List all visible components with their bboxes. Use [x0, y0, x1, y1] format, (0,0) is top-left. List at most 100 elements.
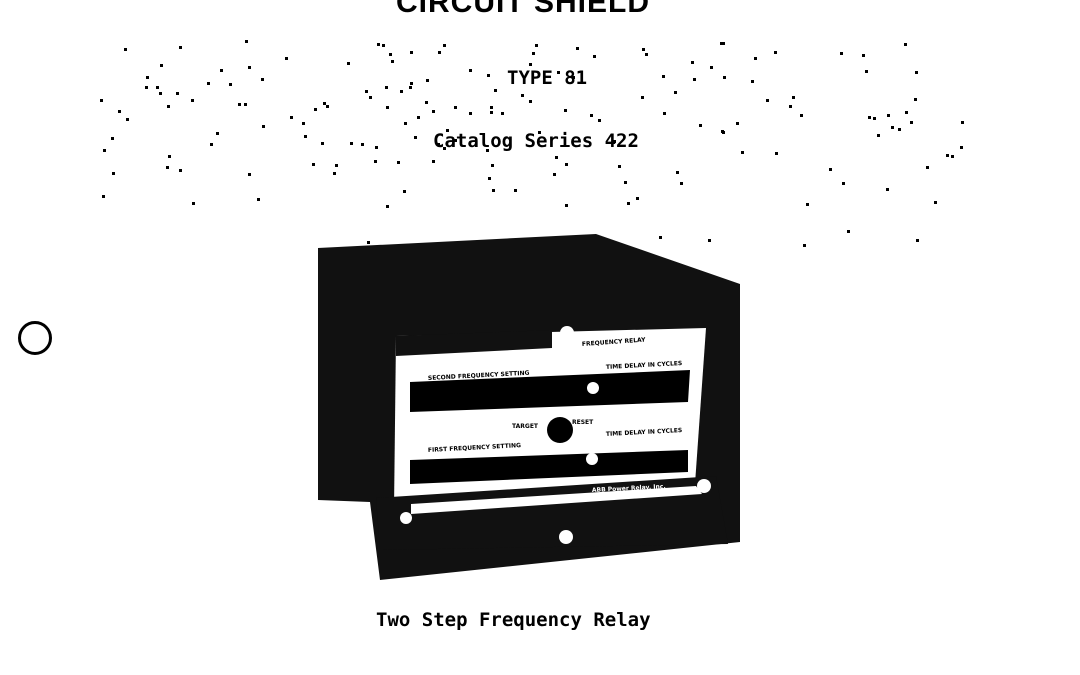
- scan-speck: [144, 85, 148, 89]
- brand-logo-text: CIRCUIT SHIELD: [396, 0, 650, 19]
- scan-speck: [904, 42, 907, 46]
- scan-speck: [432, 159, 436, 163]
- scan-speck: [437, 142, 441, 146]
- first-setting-label: FIRST FREQUENCY SETTING: [428, 442, 521, 454]
- scan-speck: [179, 46, 183, 50]
- scan-speck: [846, 230, 850, 234]
- scan-speck: [788, 105, 792, 109]
- scan-speck: [216, 132, 220, 136]
- scan-speck: [641, 96, 645, 100]
- scan-speck: [674, 90, 678, 94]
- scan-speck: [876, 133, 880, 137]
- scan-speck: [886, 188, 890, 192]
- time-delay-label-2: TIME DELAY IN CYCLES: [606, 427, 683, 438]
- scan-speck: [791, 95, 795, 99]
- scan-speck: [589, 113, 593, 117]
- scan-speck: [453, 138, 457, 142]
- time-delay-label-1: TIME DELAY IN CYCLES: [606, 360, 683, 371]
- scan-speck: [800, 114, 804, 118]
- scan-speck: [321, 141, 325, 145]
- scan-speck: [552, 172, 556, 176]
- scan-speck: [167, 104, 171, 108]
- scan-speck: [691, 60, 695, 64]
- scan-speck: [243, 103, 247, 107]
- scan-speck: [528, 62, 532, 66]
- scan-speck: [915, 238, 919, 242]
- scan-speck: [617, 165, 621, 169]
- scan-speck: [488, 176, 492, 180]
- scan-speck: [381, 43, 385, 47]
- scan-speck: [842, 181, 846, 185]
- target-label: TARGET: [512, 423, 539, 430]
- scan-speck: [572, 76, 576, 80]
- scan-speck: [719, 41, 723, 45]
- scan-speck: [416, 116, 420, 120]
- scan-speck: [597, 119, 601, 123]
- scan-speck: [489, 111, 493, 115]
- catalog-heading: Catalog Series 422: [433, 130, 639, 152]
- scan-speck: [493, 89, 497, 93]
- scan-speck: [414, 136, 418, 140]
- scan-speck: [302, 121, 306, 125]
- scan-speck: [861, 53, 865, 57]
- scan-speck: [256, 197, 260, 201]
- scan-speck: [145, 76, 149, 80]
- scan-speck: [102, 149, 106, 153]
- scan-speck: [645, 52, 649, 56]
- scan-speck: [486, 74, 490, 78]
- type-heading: TYPE 81: [507, 67, 588, 89]
- scan-speck: [612, 140, 616, 144]
- scan-speck: [867, 116, 871, 120]
- scan-speck: [261, 125, 265, 129]
- scan-speck: [384, 86, 388, 90]
- scan-speck: [207, 82, 211, 86]
- scan-speck: [722, 75, 726, 79]
- scan-speck: [741, 150, 745, 154]
- scan-speck: [961, 120, 965, 124]
- scan-speck: [675, 170, 679, 174]
- scan-speck: [167, 154, 171, 158]
- scan-speck: [403, 189, 407, 193]
- reset-label: RESET: [572, 419, 594, 426]
- scan-speck: [873, 116, 877, 120]
- scan-speck: [332, 171, 336, 175]
- scan-speck: [468, 111, 472, 115]
- scan-speck: [410, 81, 414, 85]
- scan-speck: [865, 69, 869, 73]
- scan-speck: [557, 71, 561, 75]
- scan-speck: [699, 124, 703, 128]
- scan-speck: [178, 168, 182, 172]
- scan-speck: [125, 118, 129, 122]
- scan-speck: [446, 129, 450, 133]
- scan-speck: [219, 69, 223, 73]
- scan-speck: [386, 105, 390, 109]
- scan-speck: [397, 160, 401, 164]
- scan-speck: [244, 40, 248, 44]
- scan-speck: [486, 148, 490, 152]
- relay-photo: FREQUENCY RELAY SECOND FREQUENCY SETTING…: [318, 234, 740, 580]
- scan-speck: [367, 240, 371, 244]
- scan-speck: [175, 92, 179, 96]
- scan-speck: [751, 79, 755, 83]
- scan-speck: [926, 166, 930, 170]
- scan-speck: [913, 98, 917, 102]
- scan-speck: [410, 50, 414, 54]
- scan-speck: [951, 155, 955, 159]
- scan-speck: [156, 86, 160, 90]
- scan-speck: [469, 69, 473, 73]
- scan-speck: [554, 155, 558, 159]
- scan-speck: [403, 121, 407, 125]
- scan-speck: [934, 200, 938, 204]
- scan-speck: [709, 66, 713, 70]
- scan-speck: [374, 159, 378, 163]
- scan-speck: [248, 172, 252, 176]
- scan-speck: [514, 188, 518, 192]
- scan-speck: [365, 90, 369, 94]
- scan-speck: [627, 201, 631, 205]
- scan-speck: [229, 82, 233, 86]
- scan-speck: [323, 101, 327, 105]
- scan-speck: [160, 64, 164, 68]
- scan-speck: [325, 104, 329, 108]
- scan-speck: [390, 59, 394, 63]
- scan-speck: [192, 202, 196, 206]
